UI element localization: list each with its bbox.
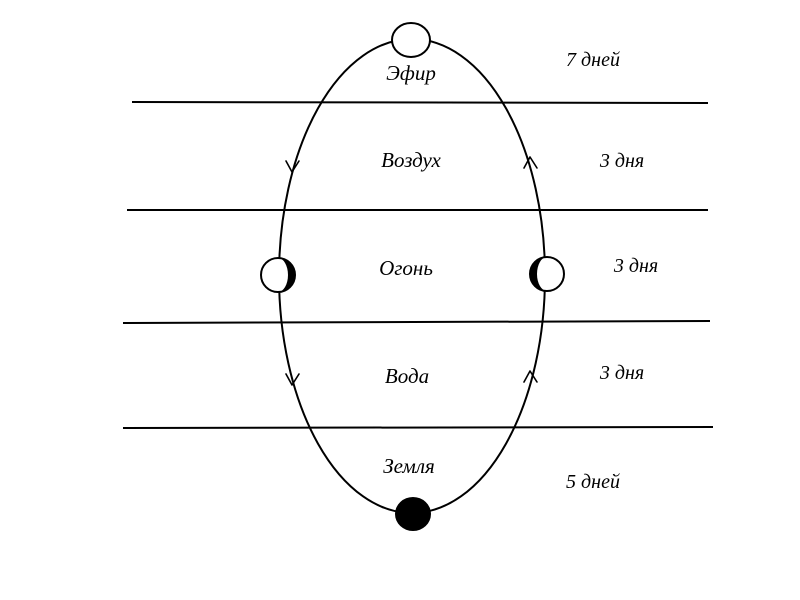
divider-line-ether-air xyxy=(131,101,709,104)
element-label-earth: Земля xyxy=(383,454,435,478)
divider-line-fire-water xyxy=(122,320,711,324)
element-label-ether: Эфир xyxy=(386,61,436,85)
crescent-moon-icon xyxy=(260,257,296,293)
duration-label-air: 3 дня xyxy=(599,150,644,172)
arrow-down-icon xyxy=(285,160,300,173)
element-label-water: Вода xyxy=(385,364,429,388)
duration-label-fire: 3 дня xyxy=(613,255,658,277)
duration-label-water: 3 дня xyxy=(599,362,644,384)
duration-label-earth: 5 дней xyxy=(566,471,620,493)
divider-line-water-earth xyxy=(122,426,714,429)
duration-label-ether: 7 дней xyxy=(566,49,620,71)
full-moon-icon xyxy=(391,22,431,58)
new-moon-icon xyxy=(395,497,431,531)
element-label-air: Воздух xyxy=(381,148,441,172)
crescent-moon-icon xyxy=(529,256,565,292)
arrow-up-icon xyxy=(523,156,538,169)
arrow-up-icon xyxy=(523,370,538,383)
arrow-down-icon xyxy=(285,373,300,386)
element-label-fire: Огонь xyxy=(379,256,433,280)
